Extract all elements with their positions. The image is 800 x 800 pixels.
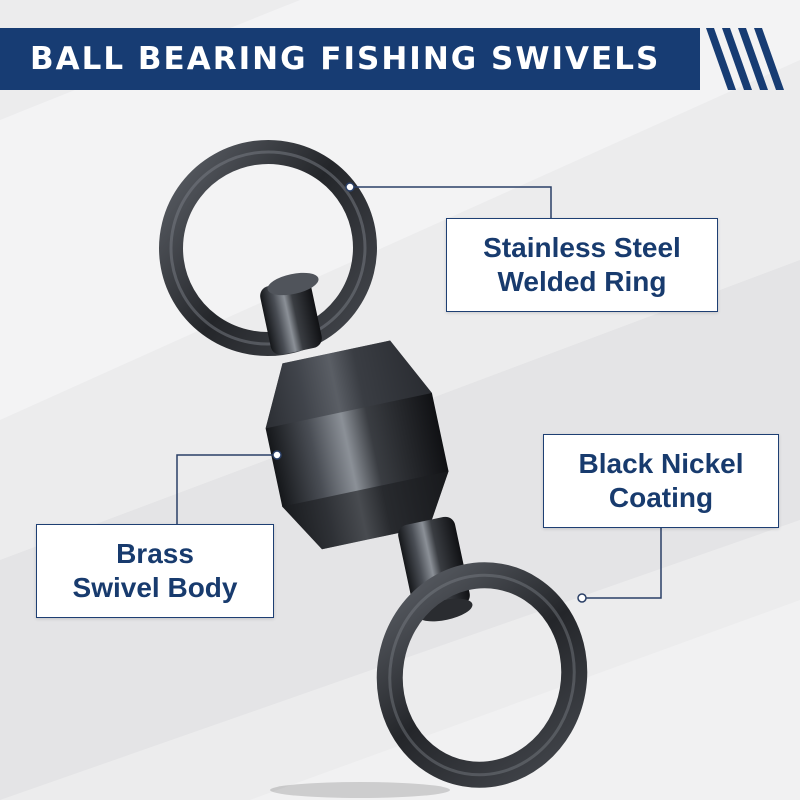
callout-line: Brass (116, 538, 194, 569)
callout-line: Stainless Steel (483, 232, 681, 263)
callout-black-nickel-coating: Black Nickel Coating (543, 434, 779, 528)
banner-stripes (706, 28, 784, 90)
callout-line: Swivel Body (72, 572, 238, 603)
callout-line: Black Nickel (578, 448, 744, 479)
title-banner (0, 28, 700, 90)
callout-stainless-steel-ring: Stainless Steel Welded Ring (446, 218, 718, 312)
callout-brass-swivel-body: Brass Swivel Body (36, 524, 274, 618)
banner-title: BALL BEARING FISHING SWIVELS (30, 41, 661, 77)
callout-line: Welded Ring (497, 266, 667, 297)
callout-line: Coating (608, 482, 714, 513)
